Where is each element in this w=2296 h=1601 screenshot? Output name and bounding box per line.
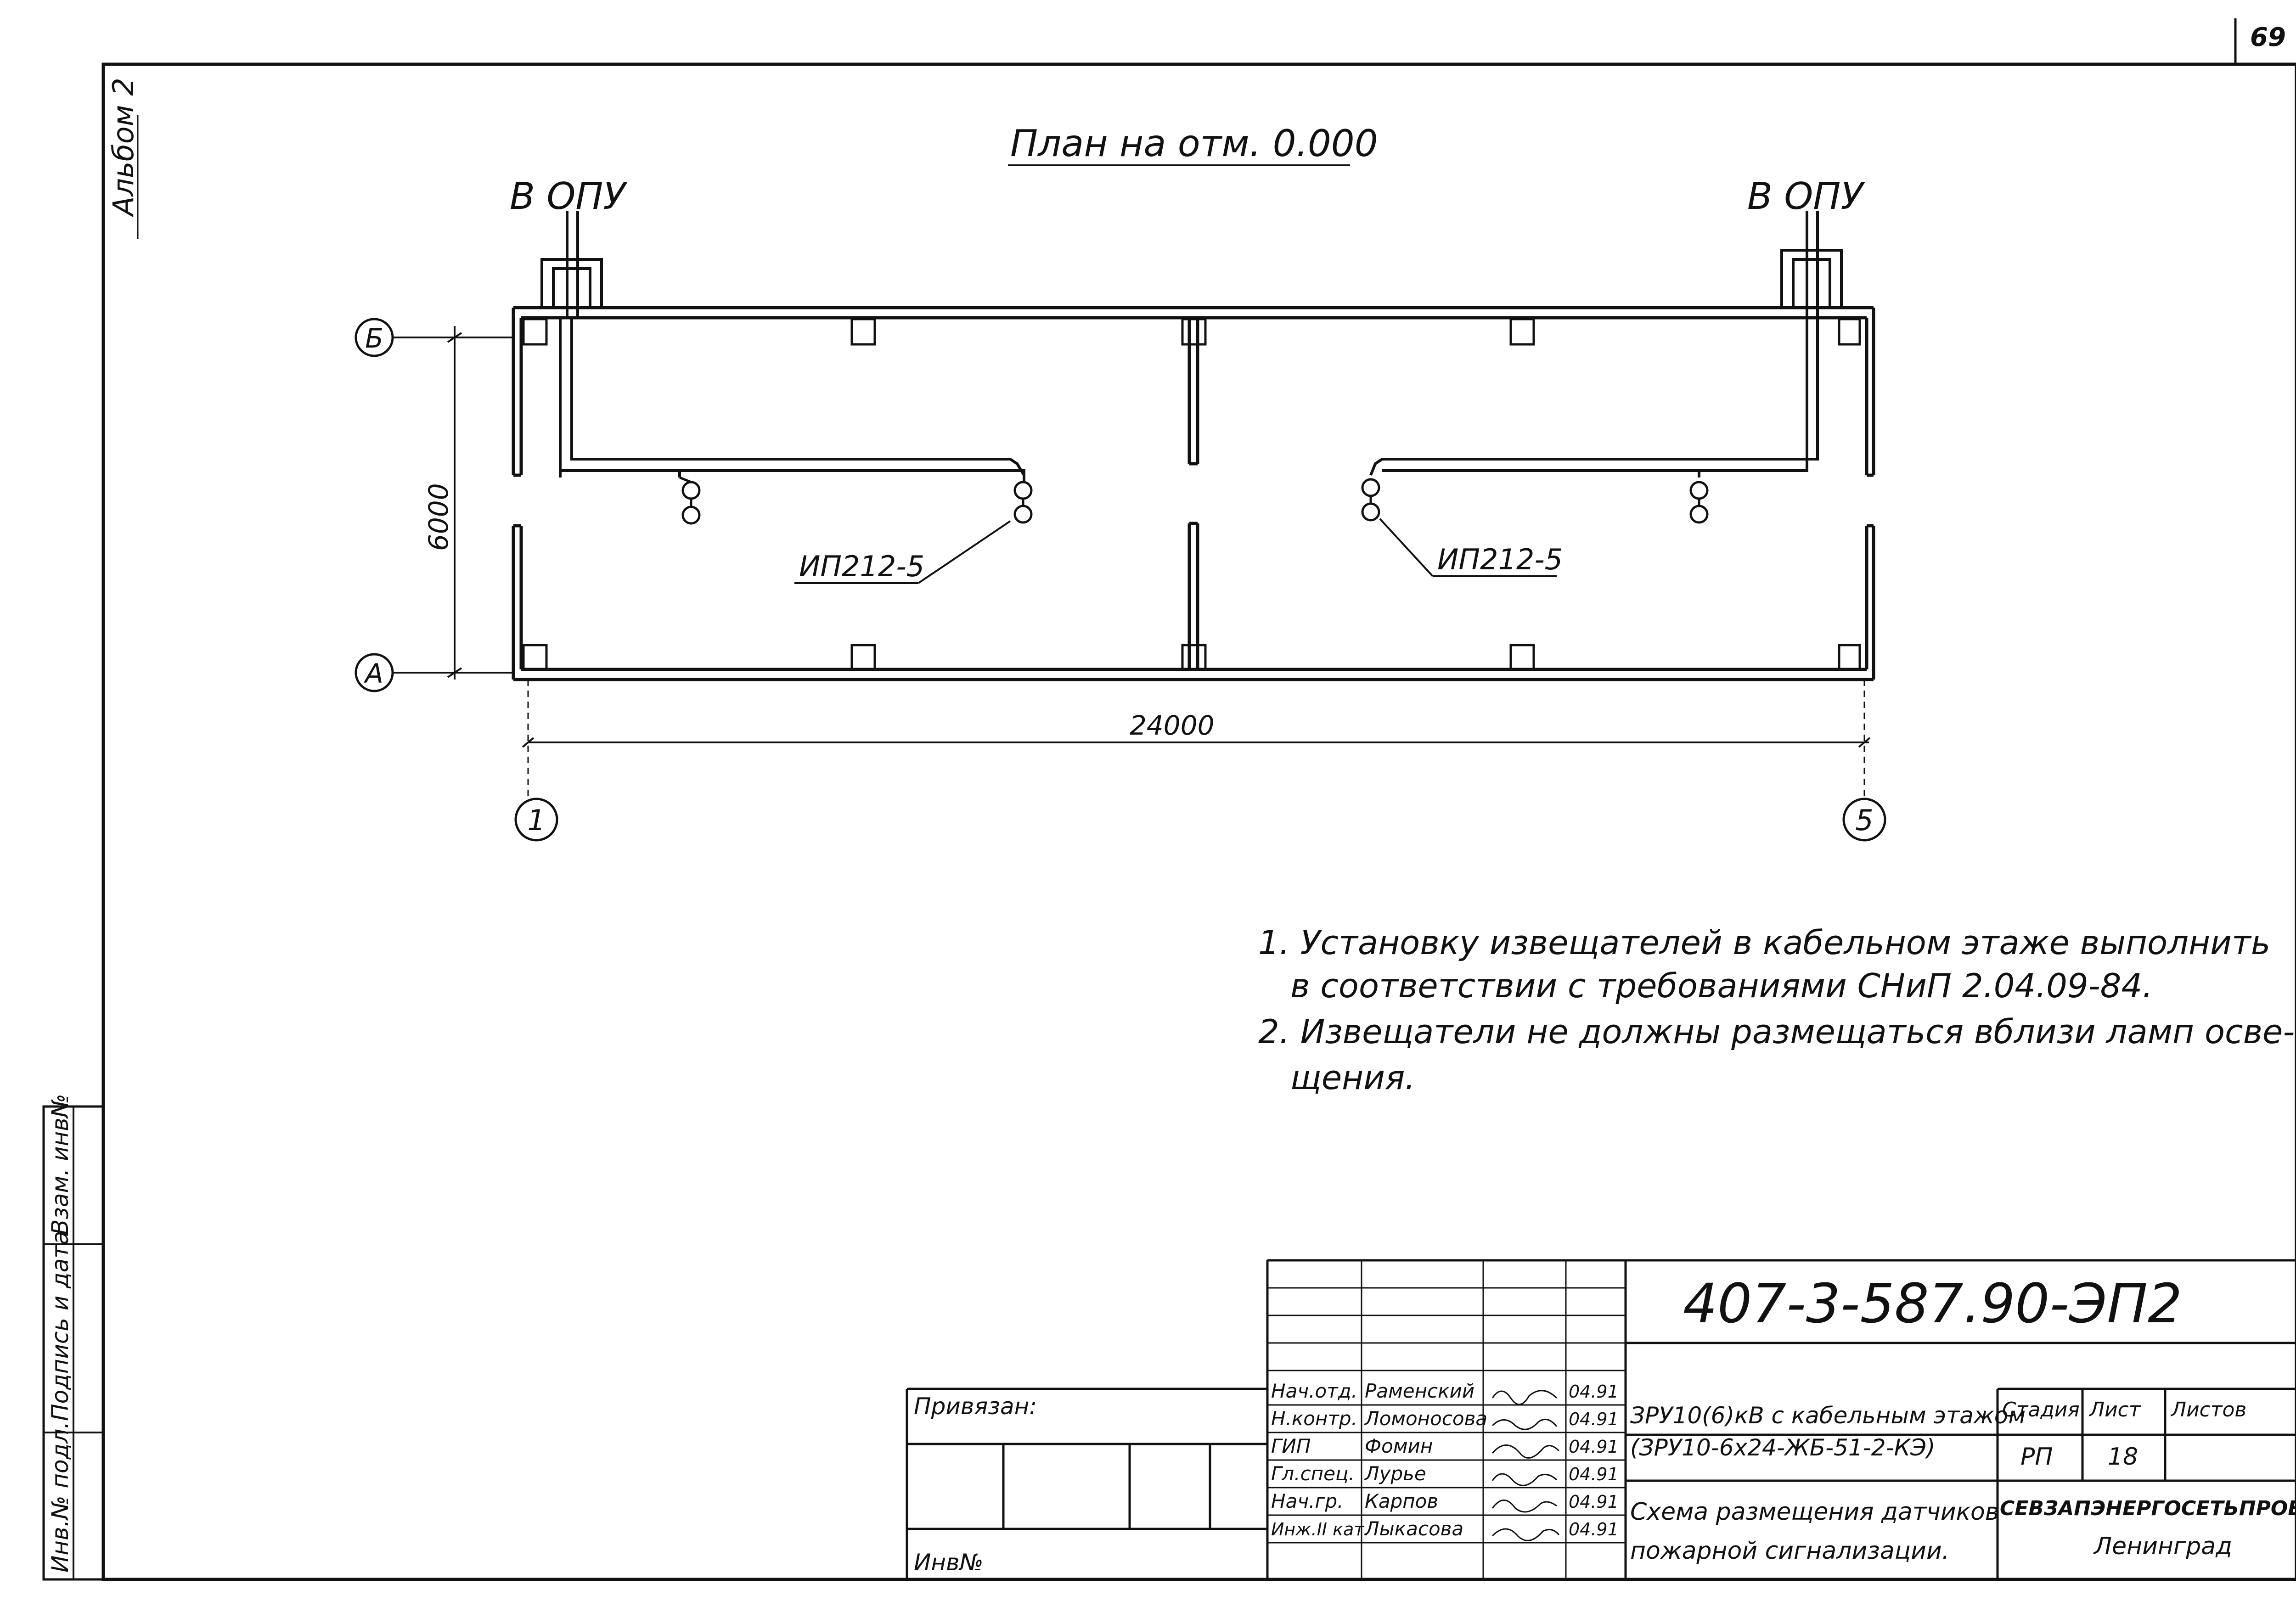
dim-width-text: 24000 bbox=[1130, 710, 1215, 741]
columns bbox=[522, 318, 1861, 670]
staff-role: Инж.II кат. bbox=[1271, 1519, 1370, 1539]
org-line2: Ленинград bbox=[2093, 1533, 2232, 1560]
title-block: 407-3-587.90-ЭП2 Привязан: Инв№ Нач.отд.… bbox=[906, 1259, 2296, 1579]
detectors-right bbox=[1361, 478, 1709, 524]
note2-line1: 2. Извещатели не должны размещаться вбли… bbox=[1258, 1012, 2295, 1051]
dimension-height: 6000 bbox=[423, 326, 462, 680]
privyazan-label: Привязан: bbox=[914, 1393, 1037, 1420]
staff-name: Раменский bbox=[1365, 1380, 1474, 1402]
staff-date: 04.91 bbox=[1569, 1409, 1619, 1429]
axis-b: Б bbox=[355, 318, 513, 357]
axis-5: 5 bbox=[1842, 798, 1886, 842]
to-opu-right: В ОПУ bbox=[1747, 175, 1865, 218]
staff-role: Гл.спец. bbox=[1271, 1462, 1355, 1485]
inv-podl-label: Инв.№ подл. bbox=[47, 1421, 73, 1573]
staff-date: 04.91 bbox=[1569, 1382, 1619, 1402]
drawing-frame bbox=[101, 62, 2296, 1581]
axis-b-label: Б bbox=[365, 323, 383, 354]
staff-role: Нач.отд. bbox=[1271, 1380, 1357, 1402]
staff-role: Нач.гр. bbox=[1271, 1490, 1344, 1512]
notes: 1. Установку извещателей в кабельном эта… bbox=[1258, 923, 2295, 1097]
staff-date: 04.91 bbox=[1569, 1492, 1619, 1512]
detector-loop-right bbox=[1369, 318, 1819, 477]
staff-name: Ломоносова bbox=[1364, 1407, 1487, 1430]
inv-no-label: Инв№ bbox=[914, 1549, 984, 1576]
doc-code: 407-3-587.90-ЭП2 bbox=[1683, 1272, 2182, 1335]
stage-header: Стадия bbox=[2002, 1398, 2080, 1421]
axis-1: 1 bbox=[514, 798, 558, 842]
staff-name: Карпов bbox=[1365, 1490, 1438, 1512]
to-opu-left: В ОПУ bbox=[510, 175, 628, 218]
vzam-inv-label: Взам. инв№ bbox=[47, 1094, 73, 1235]
sheet-title-line2: пожарной сигнализации. bbox=[1630, 1537, 1949, 1565]
page-number: 69 bbox=[2250, 22, 2286, 52]
staff-role: ГИП bbox=[1271, 1435, 1311, 1457]
detector-loop-left bbox=[559, 318, 1025, 482]
detector-label-right: ИП212-5 bbox=[1437, 543, 1563, 576]
podpis-data-label: Подпись и дата bbox=[47, 1231, 73, 1421]
album-label: Альбом 2 bbox=[107, 78, 140, 218]
leader-left bbox=[917, 520, 1011, 584]
plan-title: План на отм. 0.000 bbox=[1010, 122, 1378, 165]
object-line1: ЗРУ10(6)кВ с кабельным этажом bbox=[1630, 1402, 2026, 1429]
staff-name: Фомин bbox=[1365, 1435, 1433, 1457]
staff-date: 04.91 bbox=[1569, 1464, 1619, 1484]
object-line2: (ЗРУ10-6х24-ЖБ-51-2-КЭ) bbox=[1630, 1434, 1936, 1461]
axis-a: А bbox=[355, 653, 513, 692]
sheets-header: Листов bbox=[2170, 1398, 2246, 1421]
staff-role: Н.контр. bbox=[1271, 1407, 1357, 1430]
detectors-left bbox=[679, 476, 1033, 525]
leader-right bbox=[1379, 518, 1434, 577]
dimension-width: 24000 bbox=[522, 680, 1871, 799]
side-stamp: Взам. инв№ Подпись и дата Инв.№ подл. bbox=[42, 597, 105, 1581]
detector-label-left: ИП212-5 bbox=[799, 550, 924, 583]
note2-line2: щения. bbox=[1290, 1058, 1415, 1097]
axis-5-label: 5 bbox=[1855, 803, 1873, 837]
note1-line1: 1. Установку извещателей в кабельном эта… bbox=[1258, 923, 2270, 962]
staff-name: Лыкасова bbox=[1364, 1517, 1463, 1540]
dim-height-text: 6000 bbox=[423, 483, 454, 551]
note1-line2: в соответствии с требованиями СНиП 2.04.… bbox=[1290, 966, 2153, 1005]
staff-date: 04.91 bbox=[1569, 1437, 1619, 1457]
cable-riser-right bbox=[1780, 211, 1843, 317]
staff-date: 04.91 bbox=[1569, 1519, 1619, 1539]
building-plan bbox=[512, 306, 1875, 681]
sheet-header: Лист bbox=[2088, 1398, 2141, 1421]
staff-name: Лурье bbox=[1364, 1462, 1426, 1485]
sheet-title-line1: Схема размещения датчиков bbox=[1630, 1498, 1999, 1526]
cable-riser-left bbox=[540, 211, 603, 317]
org-line1: СЕВЗАПЭНЕРГОСЕТЬПРОЕКТ bbox=[2000, 1497, 2296, 1520]
signature-marks bbox=[1491, 1390, 1560, 1541]
axis-1-label: 1 bbox=[527, 803, 545, 837]
stage-value: РП bbox=[2020, 1443, 2053, 1471]
axis-a-label: А bbox=[363, 658, 383, 689]
sheet-value: 18 bbox=[2108, 1443, 2138, 1471]
